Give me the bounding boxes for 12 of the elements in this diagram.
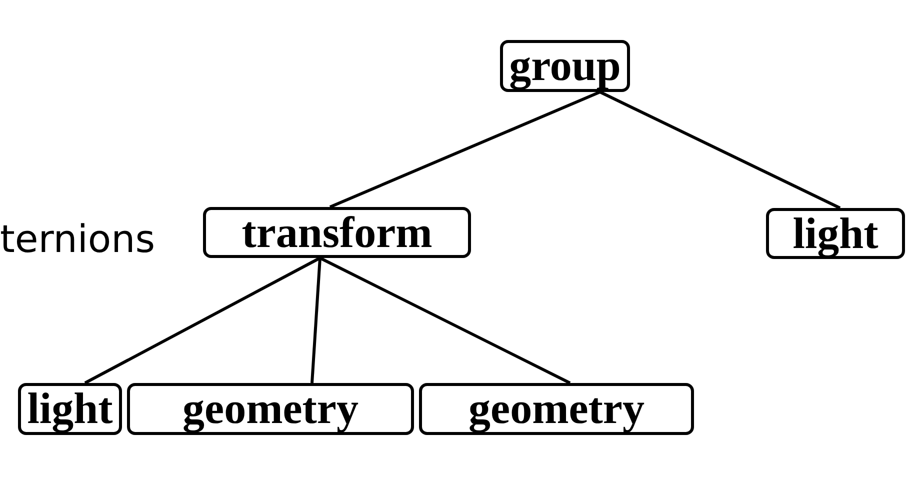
tree-node-box: group (500, 40, 630, 92)
tree-node-box: transform (203, 207, 471, 258)
tree-node-box: geometry (127, 383, 414, 435)
connector-line (599, 90, 841, 210)
text-fragment: ternions (0, 220, 156, 258)
connector-line (329, 90, 601, 208)
connector-line (319, 256, 571, 384)
tree-node-box: light (766, 208, 905, 259)
connector-line (310, 258, 322, 384)
connector-line (84, 256, 321, 384)
tree-node-box: geometry (419, 383, 694, 435)
tree-node-box: light (18, 383, 122, 435)
